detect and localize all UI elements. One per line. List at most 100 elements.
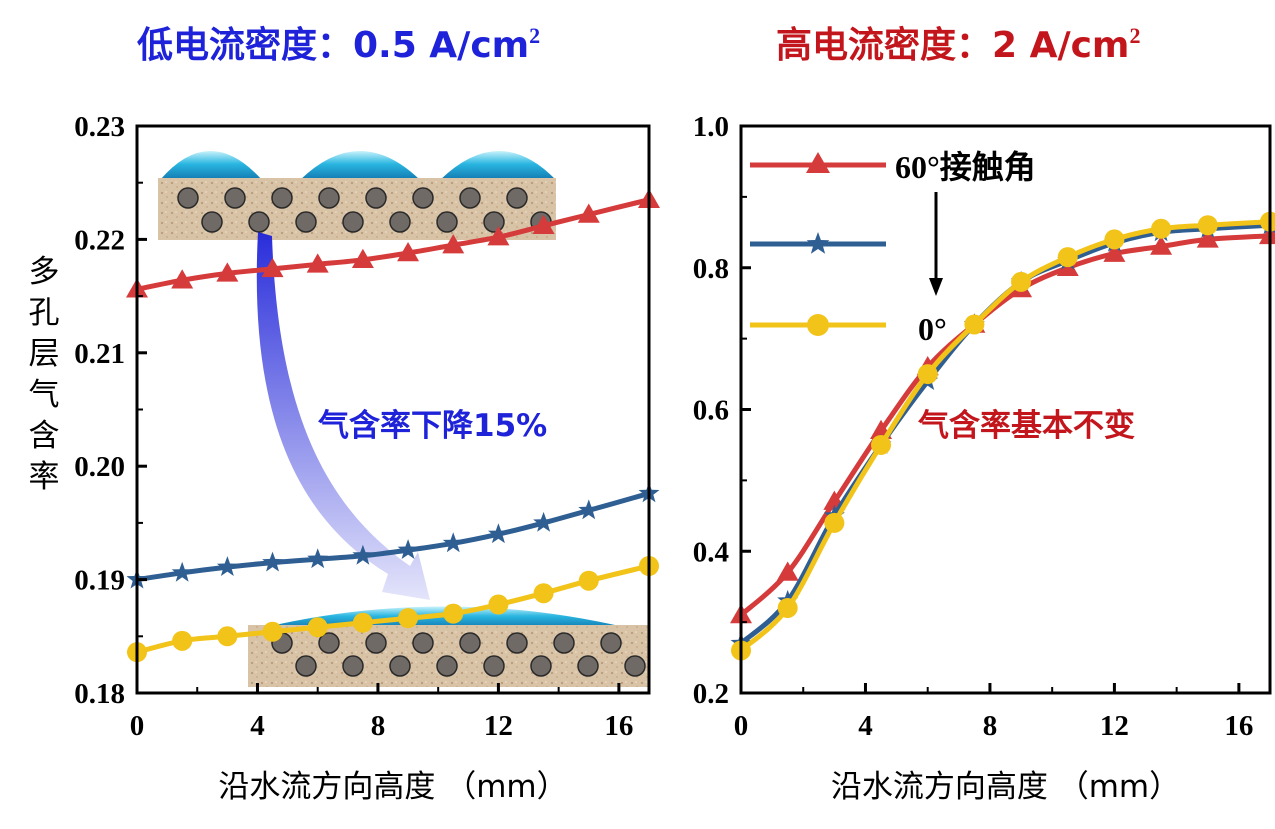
particle — [553, 632, 575, 654]
particle — [483, 211, 505, 233]
y-tick-label: 0.22 — [74, 224, 125, 256]
droplet-illustration-2 — [300, 151, 420, 180]
legend-label-bottom: 0° — [918, 311, 947, 347]
data-point-triangle — [397, 242, 420, 262]
particle — [483, 655, 505, 677]
data-point-triangle — [577, 203, 600, 223]
data-point-circle — [352, 612, 373, 633]
x-tick-label: 16 — [604, 710, 633, 742]
droplet-illustration-1 — [160, 151, 262, 180]
x-tick-label: 12 — [484, 710, 513, 742]
y-tick-label: 0.21 — [74, 338, 125, 370]
x-tick-label: 8 — [983, 710, 998, 742]
left-chart-title: 低电流密度：0.5 A/cm2 — [137, 23, 540, 66]
data-point-star — [307, 548, 329, 569]
data-point-circle — [262, 621, 283, 642]
data-point-star — [171, 561, 193, 582]
data-point-star — [262, 551, 283, 572]
data-point-circle — [871, 434, 892, 455]
data-point-triangle — [171, 269, 194, 289]
particle — [412, 632, 434, 654]
particle — [342, 211, 364, 233]
particle — [412, 187, 434, 209]
particle — [365, 632, 387, 654]
data-point-star — [352, 544, 374, 565]
data-point-triangle — [261, 257, 284, 278]
particle — [577, 655, 599, 677]
particle — [389, 211, 411, 233]
data-point-circle — [217, 626, 238, 647]
y-axis-label-char: 孔 — [29, 295, 60, 331]
particle — [248, 211, 270, 233]
legend-trend-arrow-head — [929, 278, 943, 296]
data-point-triangle — [532, 214, 555, 235]
particle — [318, 632, 340, 654]
y-tick-label: 0.23 — [74, 111, 125, 143]
particle — [600, 632, 622, 654]
y-tick-label: 0.4 — [693, 536, 729, 568]
data-point-star — [216, 556, 238, 576]
y-tick-label: 0.2 — [693, 678, 729, 710]
y-tick-label: 1.0 — [693, 111, 729, 143]
data-point-circle — [1151, 218, 1172, 239]
data-point-circle — [1104, 229, 1125, 250]
legend-marker-circle — [807, 314, 829, 336]
right-chart-title: 高电流密度：2 A/cm2 — [776, 23, 1140, 66]
particle — [201, 211, 223, 233]
data-point-circle — [398, 608, 419, 629]
data-point-triangle — [216, 262, 239, 282]
y-tick-label: 0.20 — [74, 451, 125, 483]
y-tick-label: 0.18 — [74, 678, 125, 710]
legend-label-top: 60°接触角 — [895, 149, 1036, 185]
y-tick-label: 0.19 — [74, 565, 125, 597]
x-axis-label: 沿水流方向高度 （mm） — [218, 769, 567, 805]
y-axis-label-char: 率 — [29, 459, 60, 495]
data-point-star — [578, 499, 600, 520]
x-tick-label: 0 — [130, 710, 145, 742]
data-point-star — [533, 511, 554, 532]
data-point-triangle — [1103, 242, 1126, 262]
particle — [365, 187, 387, 209]
data-point-circle — [1011, 271, 1032, 292]
x-tick-label: 4 — [250, 710, 265, 742]
particle — [436, 211, 458, 233]
data-point-triangle — [442, 234, 465, 254]
particle — [436, 655, 458, 677]
decrease-arrow — [256, 232, 430, 600]
legend: 60°接触角 0° — [750, 149, 1036, 347]
y-tick-label: 0.8 — [693, 253, 729, 285]
data-point-circle — [533, 583, 554, 604]
y-axis-label-char: 气 — [29, 377, 60, 413]
particle — [506, 187, 528, 209]
y-axis-label-char: 层 — [29, 336, 60, 372]
data-point-circle — [578, 570, 599, 591]
droplet-illustration-3 — [440, 151, 556, 180]
data-point-circle — [824, 512, 845, 533]
x-tick-label: 0 — [734, 710, 749, 742]
x-tick-label: 4 — [858, 710, 873, 742]
x-tick-label: 12 — [1100, 710, 1129, 742]
particle — [459, 187, 481, 209]
data-point-triangle — [487, 226, 510, 246]
data-point-circle — [1057, 247, 1078, 268]
data-point-circle — [172, 630, 193, 651]
particle — [530, 655, 552, 677]
data-point-circle — [777, 597, 798, 618]
particle — [624, 655, 646, 677]
data-point-star — [488, 523, 509, 544]
particle — [295, 211, 317, 233]
particle — [342, 655, 364, 677]
porous-layer-illustrations — [158, 151, 648, 687]
data-point-star — [397, 539, 419, 559]
particle — [506, 632, 528, 654]
data-point-circle — [307, 617, 328, 638]
particle — [318, 187, 340, 209]
particle — [295, 655, 317, 677]
right-annotation: 气含率基本不变 — [917, 408, 1135, 444]
legend-marker-star — [806, 232, 830, 254]
data-point-triangle — [306, 253, 329, 273]
left-annotation: 气含率下降15% — [317, 408, 547, 444]
particle — [459, 632, 481, 654]
